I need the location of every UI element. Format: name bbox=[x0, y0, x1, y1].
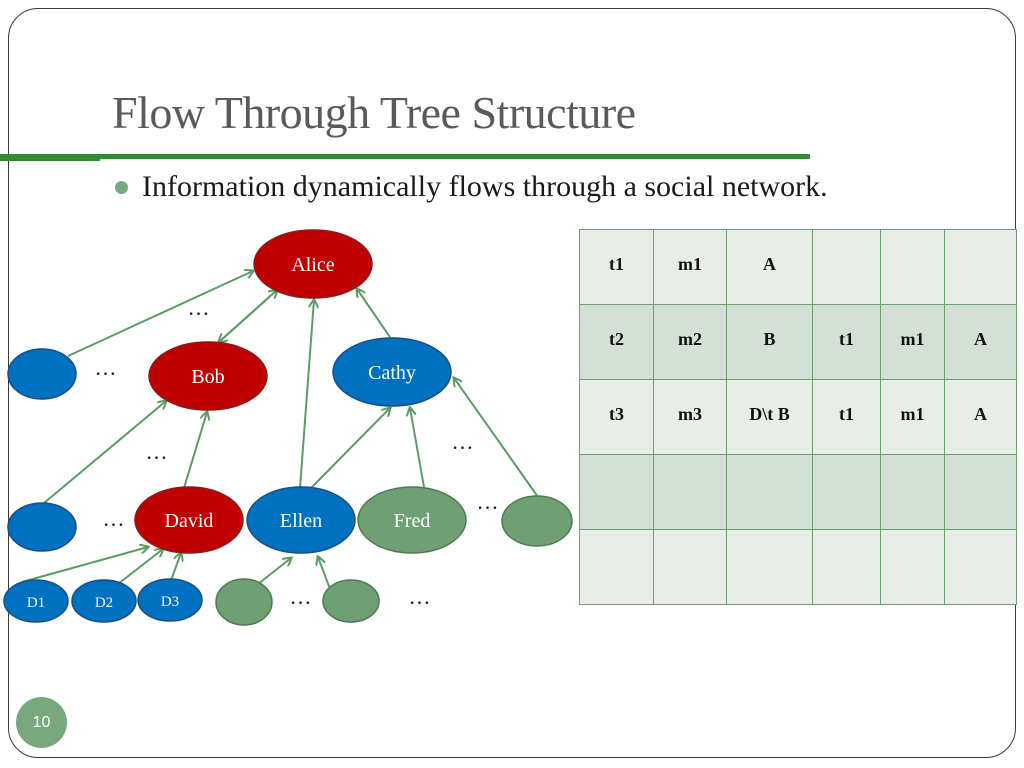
node-david: David bbox=[134, 486, 244, 554]
node-alice-label: Alice bbox=[291, 254, 334, 276]
edge-alice-to-bob bbox=[219, 289, 278, 342]
table-cell bbox=[944, 454, 1017, 530]
edge-blue-to-alice bbox=[67, 271, 253, 357]
node-fred-label: Fred bbox=[394, 510, 431, 532]
bullet-dot-icon bbox=[115, 181, 128, 194]
node-d1-label: D1 bbox=[27, 595, 45, 611]
node-green-unlabeled-right bbox=[501, 495, 573, 547]
edge-ellen-to-cathy bbox=[310, 408, 390, 489]
node-cathy-label: Cathy bbox=[368, 362, 416, 384]
edge-cathy-to-alice bbox=[357, 289, 393, 341]
edge-d1-to-david bbox=[21, 547, 148, 583]
node-d3-label: D3 bbox=[161, 594, 179, 610]
ellipsis-bob: … bbox=[95, 355, 120, 380]
node-blue-unlabeled-top bbox=[7, 348, 77, 400]
message-table: t1 m1 A t2 m2 B t1 m1 A t3 m3 D\t B t1 m… bbox=[579, 229, 1017, 605]
table-cell: m1 bbox=[880, 379, 945, 455]
ellipsis-cathy: … bbox=[452, 429, 477, 454]
edge-fred-to-cathy bbox=[410, 408, 425, 488]
table-row: t2 m2 B t1 m1 A bbox=[579, 304, 1017, 380]
table-row: t3 m3 D\t B t1 m1 A bbox=[579, 379, 1017, 455]
table-cell bbox=[880, 229, 945, 305]
table-cell bbox=[944, 229, 1017, 305]
node-fred: Fred bbox=[357, 486, 467, 554]
table-cell: t2 bbox=[579, 304, 654, 380]
ellipsis-david: … bbox=[103, 506, 128, 531]
table-cell: A bbox=[944, 379, 1017, 455]
node-cathy: Cathy bbox=[332, 337, 452, 407]
table-cell: A bbox=[944, 304, 1017, 380]
table-cell bbox=[812, 229, 881, 305]
table-cell bbox=[880, 454, 945, 530]
table-cell: m1 bbox=[880, 304, 945, 380]
node-david-label: David bbox=[165, 510, 214, 532]
title-underline bbox=[0, 154, 810, 159]
edge-d2-to-david bbox=[117, 549, 163, 585]
edge-ellen-to-alice bbox=[299, 300, 314, 489]
ellipsis-bob-lower: … bbox=[146, 439, 171, 464]
node-green-unlabeled-bottom-left bbox=[215, 578, 273, 626]
table-cell bbox=[812, 454, 881, 530]
table-cell: t1 bbox=[812, 304, 881, 380]
title-underline-accent bbox=[0, 159, 100, 161]
node-alice: Alice bbox=[253, 229, 373, 299]
table-cell: t3 bbox=[579, 379, 654, 455]
table-cell bbox=[726, 454, 813, 530]
table-cell: B bbox=[726, 304, 813, 380]
ellipsis-alice: … bbox=[188, 295, 213, 320]
table-row: t1 m1 A bbox=[579, 229, 1017, 305]
table-cell bbox=[653, 529, 727, 605]
table-cell bbox=[579, 454, 654, 530]
table-cell bbox=[726, 529, 813, 605]
edge-blue-to-bob bbox=[43, 401, 166, 504]
edge-green-to-ellen-right bbox=[318, 557, 331, 590]
table-row bbox=[579, 529, 1017, 605]
ellipsis-ellen-children: … bbox=[290, 584, 315, 609]
table-cell bbox=[653, 454, 727, 530]
node-d2-label: D2 bbox=[95, 595, 113, 611]
table-cell bbox=[944, 529, 1017, 605]
table-cell: t1 bbox=[579, 229, 654, 305]
table-row bbox=[579, 454, 1017, 530]
node-blue-unlabeled-mid bbox=[7, 502, 77, 552]
slide-title: Flow Through Tree Structure bbox=[112, 87, 636, 138]
node-ellen-label: Ellen bbox=[280, 510, 322, 532]
edge-d3-to-david bbox=[169, 553, 181, 584]
edge-green-to-cathy bbox=[454, 378, 539, 498]
table-cell: A bbox=[726, 229, 813, 305]
table-cell bbox=[880, 529, 945, 605]
table-cell bbox=[579, 529, 654, 605]
edge-david-to-bob bbox=[183, 412, 207, 489]
edge-green-to-ellen-left bbox=[257, 558, 291, 585]
bullet-text: Information dynamically flows through a … bbox=[142, 170, 828, 203]
table-cell: m3 bbox=[653, 379, 727, 455]
node-bob-label: Bob bbox=[191, 366, 224, 388]
table-cell: m2 bbox=[653, 304, 727, 380]
node-bob: Bob bbox=[148, 341, 268, 411]
page-number-badge: 10 bbox=[16, 697, 67, 748]
node-green-unlabeled-bottom-right bbox=[322, 579, 380, 623]
table-cell: t1 bbox=[812, 379, 881, 455]
node-d1: D1 bbox=[3, 579, 69, 623]
table-cell: m1 bbox=[653, 229, 727, 305]
ellipsis-fred: … bbox=[477, 489, 502, 514]
node-d3: D3 bbox=[137, 578, 203, 622]
ellipsis-bottom-right: … bbox=[409, 584, 434, 609]
table-cell bbox=[812, 529, 881, 605]
table-cell: D\t B bbox=[726, 379, 813, 455]
node-d2: D2 bbox=[71, 579, 137, 623]
node-ellen: Ellen bbox=[246, 486, 356, 554]
